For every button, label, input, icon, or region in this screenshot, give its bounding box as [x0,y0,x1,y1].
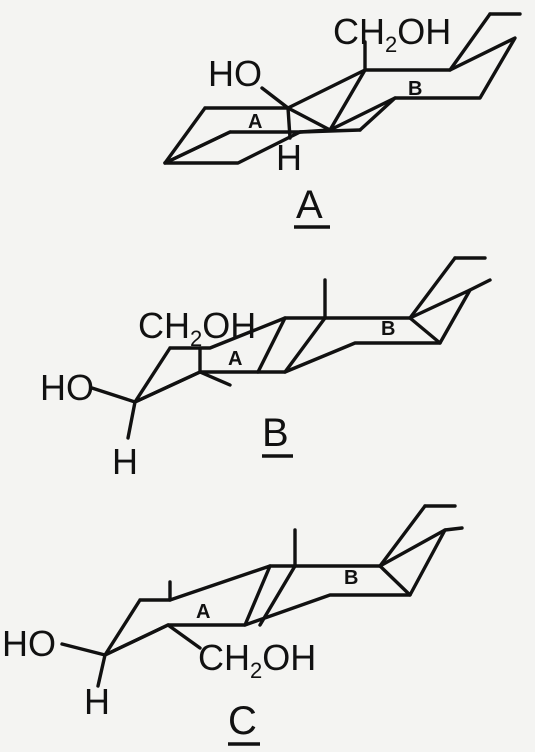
structure-b-ring-b-label: B [381,318,395,340]
structure-c-ring-a-label: A [196,601,210,623]
structure-b-ring-a-label: A [228,348,242,370]
structure-c-h-label: H [84,681,110,722]
ring-b-bond [408,316,442,345]
structure-b-ch2oh-label: CH2OH [138,305,256,351]
structure-c-bonds [60,504,464,688]
ring-a-methyl-bond [198,370,232,387]
ch2oh-bond [166,623,202,650]
structure-a-ch2oh-label: CH2OH [333,11,451,57]
structure-c-ring-b-label: B [344,567,358,589]
ring-a-lower-bonds [163,130,302,165]
h-bond [286,106,292,140]
structure-b-ho-label: HO [40,367,94,408]
h-bond [126,400,137,440]
ring-fusion-top-bond [286,68,367,110]
ho-bond [90,386,137,404]
structure-a-ho-label: HO [208,53,262,94]
structure-a-h-label: H [276,137,302,178]
ring-b-tail-bond [468,278,492,292]
ring-b-bond [378,564,412,597]
structure-a-bonds [163,12,522,165]
structure-b: CH2OH HO H A B B [40,256,492,482]
ring-fusion-bond [298,128,362,134]
ring-a-bond [163,130,232,165]
ring-b-up-bond [378,504,427,568]
ho-bond [60,642,107,657]
structure-c-ho-label: HO [2,623,56,664]
ring-b-outline [256,288,472,374]
structure-a-ring-b-label: B [408,78,422,100]
ho-bond [260,86,290,110]
ring-b-methyl-bond [448,12,492,72]
ring-b-tail-bond [443,526,464,532]
structure-b-bonds [90,256,492,440]
structure-b-caption: B [262,411,289,455]
structure-a-ring-a-label: A [248,111,262,133]
structure-c-caption: C [228,699,257,743]
ring-fusion-bond [258,564,297,627]
ring-b-up-bond [408,256,457,320]
h-bond [96,653,107,688]
structure-a: CH2OH HO H A B A [163,11,522,229]
ring-a-bond [133,370,202,404]
structure-b-h-label: H [112,441,138,482]
ring-fusion-bond [283,316,327,374]
ring-a-bond [103,623,170,657]
ring-b-bond [358,96,397,132]
structure-c-ch2oh-label: CH2OH [198,637,316,683]
structure-c: CH2OH HO H A B C [2,504,464,746]
structure-a-caption: A [296,183,323,227]
